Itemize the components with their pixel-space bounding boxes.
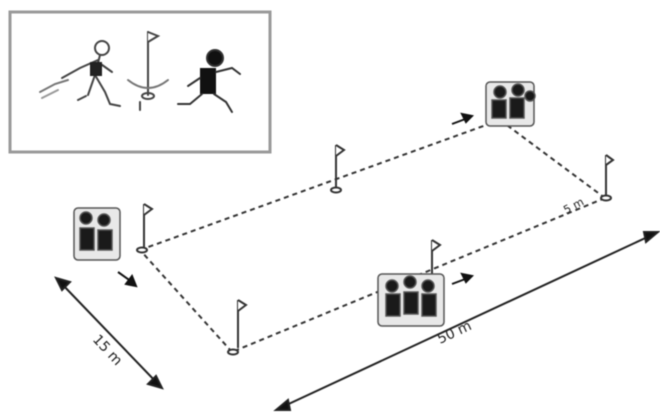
dimension-line-width	[54, 276, 164, 390]
dimension-label-corner: 5 m	[561, 195, 586, 216]
direction-arrow	[451, 112, 475, 125]
player-group	[73, 207, 121, 261]
runner-icon	[177, 49, 241, 113]
player-group	[377, 273, 445, 327]
dimension-label-width: 15 m	[89, 332, 125, 369]
direction-arrow	[451, 272, 475, 285]
flag-pole-icon	[227, 299, 248, 356]
flag-pole-icon	[127, 31, 169, 111]
course-outline	[139, 119, 606, 353]
inset-panel	[8, 10, 272, 154]
flag-pole-icon	[330, 144, 346, 194]
flag-pole-icon	[136, 203, 154, 254]
direction-arrow	[117, 271, 138, 288]
runner-icon	[39, 40, 121, 107]
flag-pole-icon	[600, 154, 615, 202]
player-group	[485, 81, 536, 127]
dimension-line-length	[273, 231, 660, 411]
